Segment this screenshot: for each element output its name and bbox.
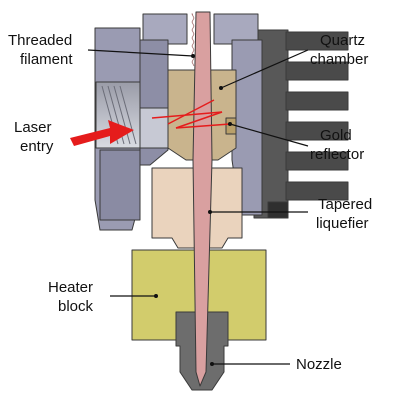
- svg-text:chamber: chamber: [310, 51, 368, 68]
- leader-lines: [87, 49, 309, 366]
- svg-text:Heater: Heater: [48, 279, 93, 296]
- svg-text:reflector: reflector: [310, 146, 364, 163]
- label-laser-entry: Laser entry: [14, 119, 54, 155]
- housing: [94, 13, 263, 231]
- laser-beam: [70, 99, 231, 146]
- svg-text:block: block: [58, 298, 94, 315]
- gold-reflector: [225, 117, 237, 135]
- svg-text:Quartz: Quartz: [320, 32, 365, 49]
- svg-text:entry: entry: [20, 138, 54, 155]
- laser-arrow-icon: [70, 120, 134, 146]
- svg-text:Threaded: Threaded: [8, 32, 72, 49]
- svg-text:liquefier: liquefier: [316, 215, 369, 232]
- label-tapered-liquefier: Tapered liquefier: [316, 196, 372, 232]
- svg-text:filament: filament: [20, 51, 73, 68]
- label-threaded-filament: Threaded filament: [8, 32, 73, 68]
- threaded-filament: [191, 11, 213, 387]
- svg-text:Tapered: Tapered: [318, 196, 372, 213]
- label-quartz-chamber: Quartz chamber: [310, 32, 368, 68]
- svg-text:Gold: Gold: [320, 127, 352, 144]
- label-nozzle: Nozzle: [296, 356, 342, 373]
- label-heater-block: Heater block: [48, 279, 94, 315]
- label-gold-reflector: Gold reflector: [310, 127, 364, 163]
- svg-text:Nozzle: Nozzle: [296, 356, 342, 373]
- svg-text:Laser: Laser: [14, 119, 52, 136]
